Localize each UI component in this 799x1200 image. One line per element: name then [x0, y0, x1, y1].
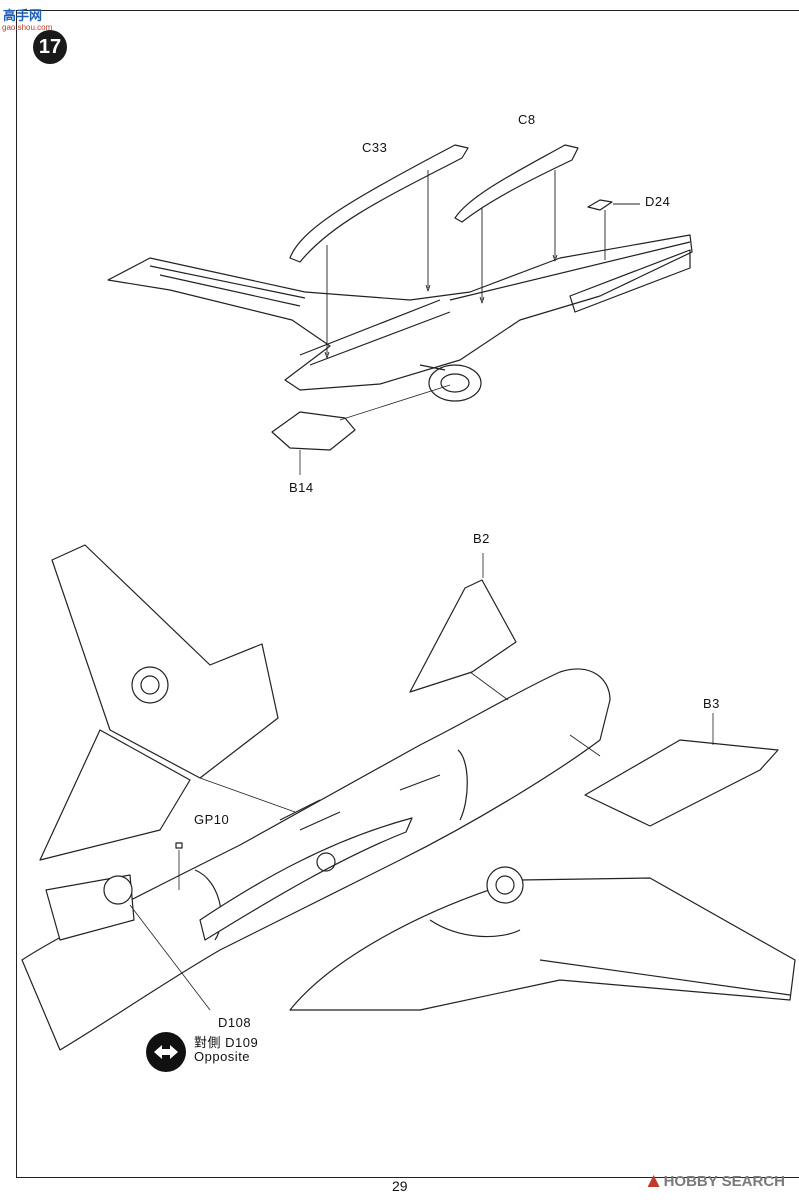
label-d109: 對側 D109 [194, 1035, 259, 1050]
swap-arrows-icon [146, 1032, 186, 1072]
label-c8: C8 [518, 112, 536, 127]
label-b14: B14 [289, 480, 314, 495]
label-d108: D108 [218, 1015, 252, 1030]
part-b2 [409, 553, 517, 701]
part-d24 [587, 199, 640, 260]
watermark-logo: 高手网 [3, 8, 43, 23]
label-b2: B2 [473, 531, 490, 546]
page-frame [16, 10, 799, 1178]
part-b14 [271, 384, 451, 475]
right-wing [289, 866, 796, 1011]
label-c33: C33 [362, 140, 388, 155]
part-gp10 [175, 842, 183, 890]
part-d108 [45, 874, 211, 1011]
label-opposite: Opposite [194, 1049, 251, 1064]
left-wing [39, 544, 296, 861]
footer-brand-text: HOBBY SEARCH [663, 1173, 785, 1190]
upper-wing-assembly [107, 234, 693, 402]
part-c8 [454, 144, 579, 304]
label-d24: D24 [645, 194, 671, 209]
footer-brand: HOBBY SEARCH [647, 1173, 785, 1190]
part-c33 [289, 144, 469, 359]
watermark-url: gao.shou.com [2, 23, 53, 32]
step-number-badge: 17 [33, 30, 67, 64]
page-number: 29 [392, 1178, 408, 1194]
fuselage-assembly [21, 668, 611, 1051]
part-b3 [569, 713, 779, 827]
label-gp10: GP10 [194, 812, 230, 827]
brand-logo-icon [647, 1175, 660, 1187]
label-b3: B3 [703, 696, 720, 711]
